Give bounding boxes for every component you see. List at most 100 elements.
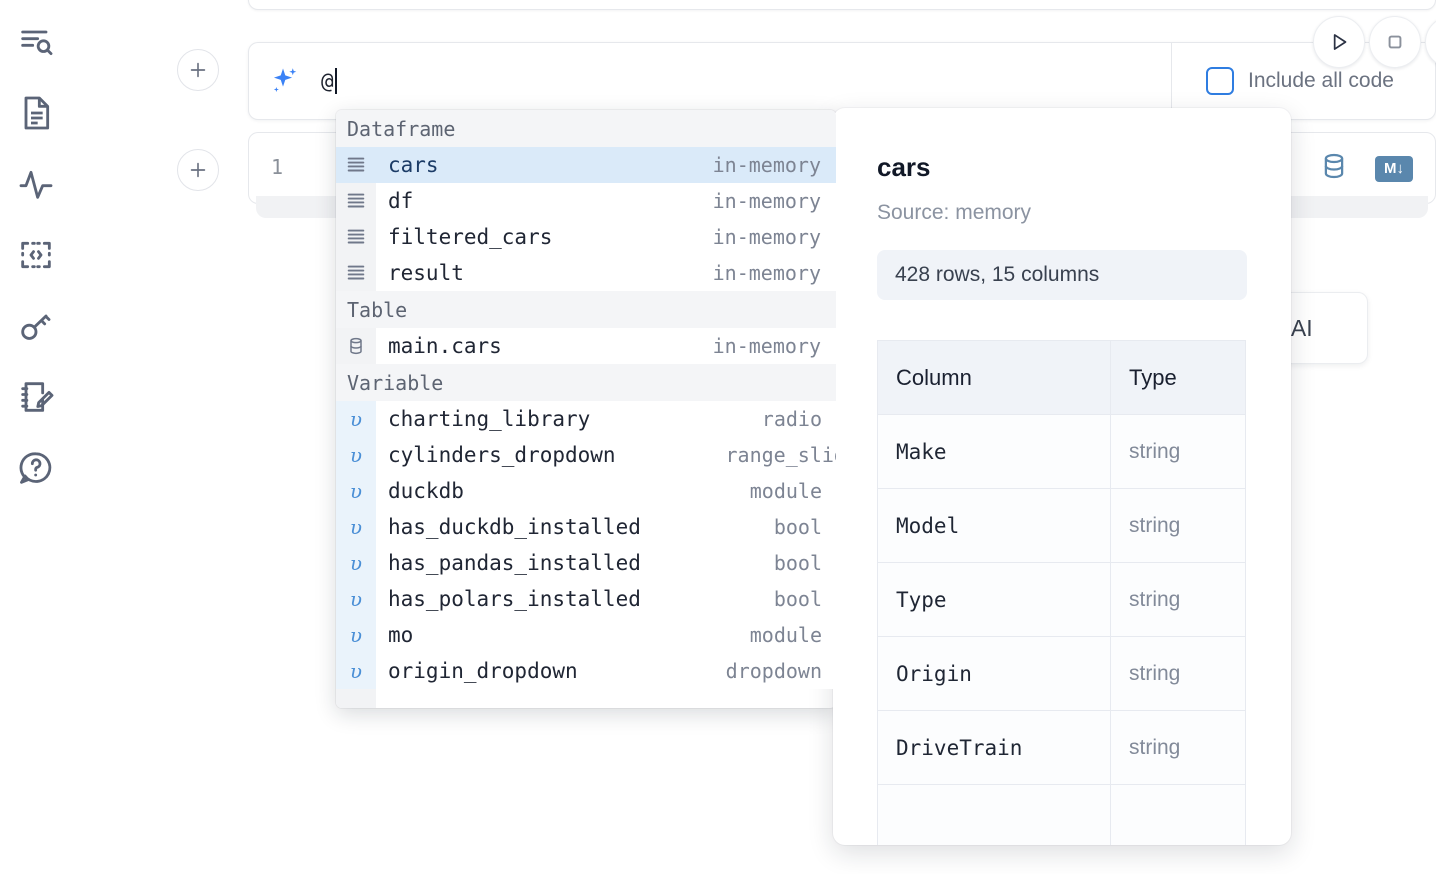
markdown-icon[interactable]: M↓ <box>1375 155 1413 182</box>
autocomplete-item[interactable]: υ cylinders_dropdown range_slider <box>336 437 836 473</box>
text-caret <box>334 68 337 94</box>
autocomplete-item[interactable]: υ charting_library radio <box>336 401 836 437</box>
cell-column-type: string <box>1110 710 1246 785</box>
cell-column-name: Make <box>877 414 1111 489</box>
autocomplete-group-header: Table <box>336 291 836 328</box>
cell-column-type <box>1110 784 1246 845</box>
cell-column-name: Origin <box>877 636 1111 711</box>
table-icon <box>336 328 376 364</box>
include-all-code-label: Include all code <box>1248 69 1394 92</box>
outline-search-icon <box>16 22 56 62</box>
autocomplete-item-type: in-memory <box>712 225 821 249</box>
include-all-code-row: Include all code <box>1172 43 1435 119</box>
autocomplete-item-type: range_slider <box>725 443 837 467</box>
add-cell-button-bottom[interactable] <box>177 149 219 191</box>
cell-column-name: Type <box>877 562 1111 637</box>
autocomplete-item[interactable]: υ has_pandas_installed bool <box>336 545 836 581</box>
activity-icon <box>16 164 56 204</box>
include-all-code-checkbox[interactable] <box>1206 67 1234 95</box>
autocomplete-item-name: has_pandas_installed <box>388 551 641 575</box>
run-button[interactable] <box>1313 16 1365 68</box>
stop-button[interactable] <box>1369 16 1421 68</box>
autocomplete-item[interactable]: df in-memory <box>336 183 836 219</box>
document-icon <box>16 93 56 133</box>
dataframe-detail-panel: cars Source: memory 428 rows, 15 columns… <box>833 108 1291 845</box>
autocomplete-item-type: bool <box>773 515 822 539</box>
sidebar-item-explore[interactable] <box>12 18 60 66</box>
table-row-partial <box>877 784 1246 845</box>
autocomplete-item-name: mo <box>388 623 414 647</box>
add-cell-button-top[interactable] <box>177 49 219 91</box>
detail-shape-badge: 428 rows, 15 columns <box>877 250 1247 300</box>
cell-action-icons: M↓ <box>1319 151 1413 186</box>
variable-icon: υ <box>336 437 376 473</box>
variable-icon: υ <box>336 581 376 617</box>
sidebar-item-secrets[interactable] <box>12 302 60 350</box>
cell-column-name <box>877 784 1111 845</box>
table-header-row: Column Type <box>877 340 1246 415</box>
sidebar <box>0 0 72 874</box>
autocomplete-item-type: module <box>749 479 822 503</box>
detail-title: cars <box>877 152 931 182</box>
autocomplete-item-type: bool <box>773 551 822 575</box>
database-icon[interactable] <box>1319 151 1349 186</box>
autocomplete-item-type: radio <box>761 407 822 431</box>
ai-prompt-input[interactable]: @ <box>249 43 1172 119</box>
autocomplete-item-name: duckdb <box>388 479 464 503</box>
autocomplete-item-name: df <box>388 189 414 213</box>
autocomplete-item-type: in-memory <box>712 261 821 285</box>
autocomplete-group-header: Variable <box>336 364 836 401</box>
dataframe-icon <box>336 219 376 255</box>
variable-icon: υ <box>336 401 376 437</box>
dataframe-icon <box>336 147 376 183</box>
variable-icon: υ <box>336 545 376 581</box>
detail-source: Source: memory <box>877 201 1032 224</box>
cell-column-name: DriveTrain <box>877 710 1111 785</box>
cell-column-type: string <box>1110 488 1246 563</box>
code-snippet-icon <box>16 235 56 275</box>
sparkle-icon <box>267 64 301 98</box>
variable-icon: υ <box>336 473 376 509</box>
dataframe-icon <box>336 255 376 291</box>
help-chat-icon <box>16 448 56 488</box>
autocomplete-item-name: origin_dropdown <box>388 659 578 683</box>
column-header-type: Type <box>1110 340 1246 415</box>
sidebar-item-snippets[interactable] <box>12 231 60 279</box>
previous-cell-card <box>248 0 1436 10</box>
line-number: 1 <box>271 155 284 179</box>
sidebar-item-scratchpad[interactable] <box>12 373 60 421</box>
autocomplete-item-type: module <box>749 623 822 647</box>
variable-icon: υ <box>336 653 376 689</box>
autocomplete-item-name: has_duckdb_installed <box>388 515 641 539</box>
sidebar-item-help[interactable] <box>12 444 60 492</box>
cell-column-type: string <box>1110 562 1246 637</box>
autocomplete-item-name: main.cars <box>388 334 502 358</box>
cell-column-type: string <box>1110 636 1246 711</box>
variable-icon: υ <box>336 617 376 653</box>
autocomplete-item-type: in-memory <box>712 189 821 213</box>
autocomplete-item-name: charting_library <box>388 407 591 431</box>
ai-prompt-bar: @ Include all code <box>248 42 1436 120</box>
autocomplete-item-type: in-memory <box>712 153 821 177</box>
cell-column-name: Model <box>877 488 1111 563</box>
sidebar-item-activity[interactable] <box>12 160 60 208</box>
sidebar-item-notebook[interactable] <box>12 89 60 137</box>
autocomplete-item-name: cylinders_dropdown <box>388 443 616 467</box>
ai-prompt-value: @ <box>321 68 337 94</box>
